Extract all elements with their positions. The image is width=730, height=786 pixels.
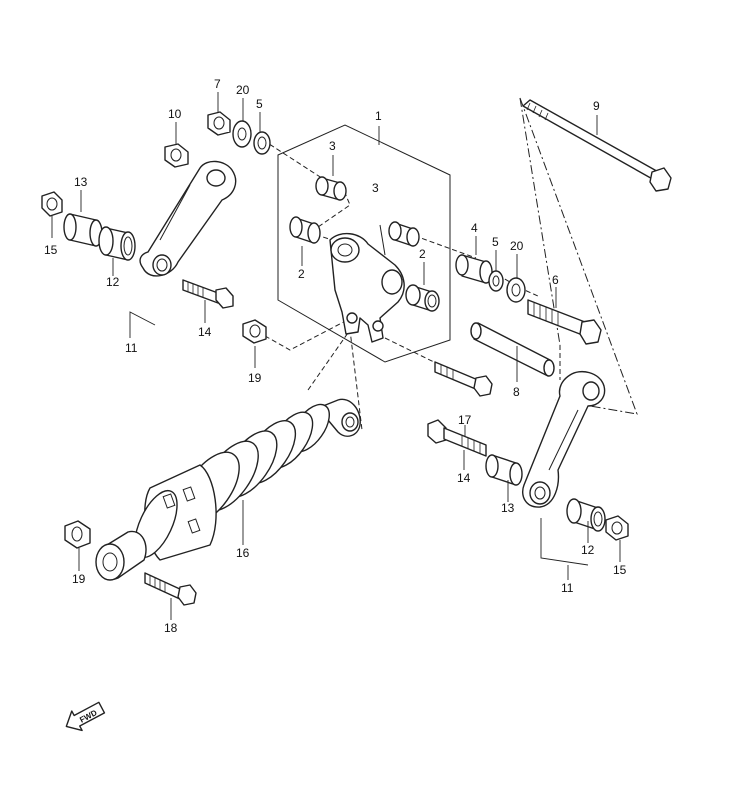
collar-4 [455, 254, 493, 284]
washer-20-right [506, 277, 526, 303]
cap-nut-10 [164, 143, 189, 168]
bolt-18 [144, 572, 197, 606]
bearing-2-right [405, 284, 440, 312]
label-part-13-left: 13 [74, 175, 88, 189]
right-nut [605, 515, 629, 541]
leader-lines [51, 92, 621, 620]
label-part-17: 17 [458, 413, 472, 427]
label-part-2-left: 2 [298, 267, 305, 281]
label-part-18: 18 [164, 621, 178, 635]
bearing-3-upper [315, 176, 347, 201]
label-part-7: 7 [214, 77, 221, 91]
left-needle-bearing [98, 226, 136, 261]
label-part-11-left: 11 [125, 341, 138, 355]
nut-19-lower [64, 520, 91, 549]
label-part-15-right: 15 [613, 563, 627, 577]
label-part-6: 6 [552, 273, 559, 287]
bolt-6 [527, 299, 602, 345]
left-nut [41, 191, 63, 217]
label-part-19-upper: 19 [248, 371, 262, 385]
label-part-3-box: 3 [372, 181, 379, 195]
label-part-5-right: 5 [492, 235, 499, 249]
nut-7 [207, 111, 231, 136]
label-part-2-right: 2 [419, 247, 426, 261]
label-part-13-right: 13 [501, 501, 515, 515]
label-part-20-right: 20 [510, 239, 524, 253]
rear-cushion-lever-assembly-outline [277, 124, 451, 363]
label-part-16: 16 [236, 546, 250, 560]
nut-19-upper [242, 319, 267, 344]
washer-20-top [232, 120, 252, 148]
label-part-8: 8 [513, 385, 520, 399]
label-part-14-left: 14 [198, 325, 212, 339]
seal-5-top [253, 131, 271, 155]
right-needle-bearing [566, 498, 606, 532]
label-part-5-top: 5 [256, 97, 263, 111]
label-part-15-left: 15 [44, 243, 58, 257]
right-bolt [427, 419, 487, 457]
label-part-12-left: 12 [106, 275, 120, 289]
label-part-10: 10 [168, 107, 182, 121]
bolt-middle [434, 361, 493, 397]
forward-arrow-icon: FWD [65, 701, 106, 732]
label-part-14-right: 14 [457, 471, 471, 485]
right-link-rod [522, 371, 606, 508]
label-part-4: 4 [471, 221, 478, 235]
label-part-3-upper: 3 [329, 139, 336, 153]
bearing-2-left [289, 216, 321, 244]
label-part-1: 1 [375, 109, 382, 123]
left-bolt [182, 279, 234, 309]
rear-shock-absorber [95, 398, 361, 581]
label-part-11-right: 11 [561, 581, 574, 595]
bearing-3-right [388, 221, 420, 247]
label-part-9: 9 [593, 99, 600, 113]
seal-5-right [488, 270, 504, 292]
label-part-19-lower: 19 [72, 572, 86, 586]
part-number-labels: 1 7 20 5 10 13 15 12 11 14 19 3 3 2 2 9 … [44, 77, 627, 635]
right-collar [485, 454, 523, 486]
collar-8 [470, 322, 555, 377]
label-part-20-top: 20 [236, 83, 250, 97]
left-collar [63, 213, 103, 247]
cushion-lever [329, 224, 405, 343]
left-link-rod [139, 160, 237, 277]
through-bolt-9 [522, 99, 672, 192]
label-part-12-right: 12 [581, 543, 595, 557]
